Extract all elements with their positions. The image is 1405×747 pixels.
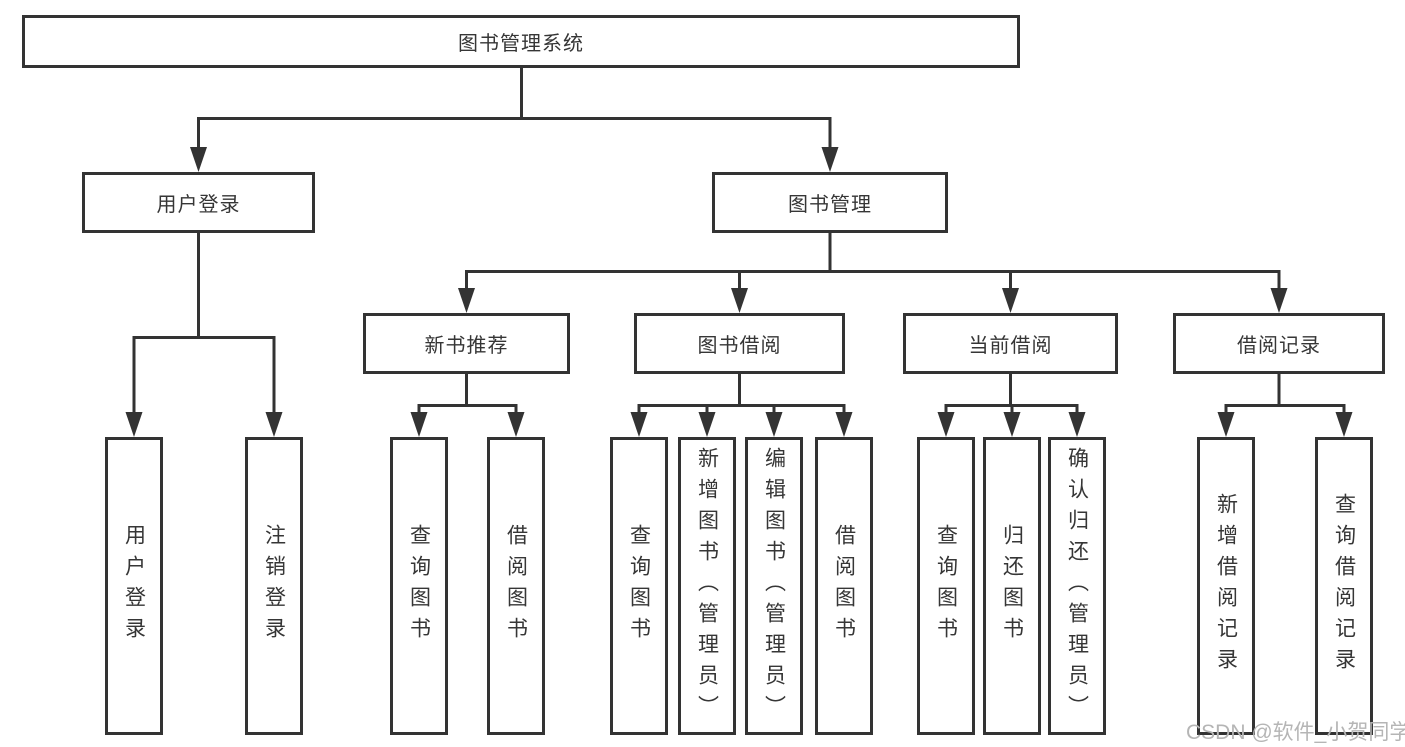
leaf-current-return-label: 归还图书 xyxy=(1000,524,1024,648)
node-book-borrow-label: 图书借阅 xyxy=(697,335,782,357)
leaf-logout-label: 注销登录 xyxy=(262,524,286,648)
leaf-newbook-query: 查询图书 xyxy=(390,437,448,735)
node-user-login: 用户登录 xyxy=(82,172,315,233)
leaf-borrow-query: 查询图书 xyxy=(610,437,668,735)
leaf-user-login: 用户登录 xyxy=(105,437,163,735)
leaf-borrow-edit-admin-label: 编辑图书（管理员） xyxy=(762,446,786,726)
node-current-borrow: 当前借阅 xyxy=(903,313,1118,374)
leaf-current-query: 查询图书 xyxy=(917,437,975,735)
node-book-borrow: 图书借阅 xyxy=(634,313,845,374)
node-book-management: 图书管理 xyxy=(712,172,948,233)
leaf-current-query-label: 查询图书 xyxy=(934,524,958,648)
node-new-book-recommend: 新书推荐 xyxy=(363,313,570,374)
leaf-borrow-add-admin-label: 新增图书（管理员） xyxy=(695,446,719,726)
leaf-newbook-borrow: 借阅图书 xyxy=(487,437,545,735)
leaf-newbook-query-label: 查询图书 xyxy=(407,524,431,648)
leaf-record-query-label: 查询借阅记录 xyxy=(1332,493,1356,679)
node-book-management-label: 图书管理 xyxy=(788,194,872,216)
node-borrow-record-label: 借阅记录 xyxy=(1237,335,1321,357)
leaf-record-add-label: 新增借阅记录 xyxy=(1214,493,1238,679)
leaf-borrow-edit-admin: 编辑图书（管理员） xyxy=(745,437,803,735)
node-user-login-label: 用户登录 xyxy=(156,194,241,216)
watermark: CSDN @软件_小贺同学 xyxy=(1186,721,1405,744)
leaf-borrow-book: 借阅图书 xyxy=(815,437,873,735)
node-current-borrow-label: 当前借阅 xyxy=(968,335,1053,357)
leaf-borrow-book-label: 借阅图书 xyxy=(832,524,856,648)
leaf-user-login-label: 用户登录 xyxy=(122,524,146,648)
leaf-record-add: 新增借阅记录 xyxy=(1197,437,1255,735)
leaf-newbook-borrow-label: 借阅图书 xyxy=(504,524,528,648)
leaf-current-confirm-admin-label: 确认归还（管理员） xyxy=(1065,446,1089,726)
leaf-current-return: 归还图书 xyxy=(983,437,1041,735)
node-library-system-label: 图书管理系统 xyxy=(458,33,584,55)
leaf-current-confirm-admin: 确认归还（管理员） xyxy=(1048,437,1106,735)
node-borrow-record: 借阅记录 xyxy=(1173,313,1385,374)
leaf-record-query: 查询借阅记录 xyxy=(1315,437,1373,735)
node-library-system: 图书管理系统 xyxy=(22,15,1020,68)
leaf-borrow-add-admin: 新增图书（管理员） xyxy=(678,437,736,735)
leaf-logout: 注销登录 xyxy=(245,437,303,735)
leaf-borrow-query-label: 查询图书 xyxy=(627,524,651,648)
node-new-book-recommend-label: 新书推荐 xyxy=(424,335,509,357)
